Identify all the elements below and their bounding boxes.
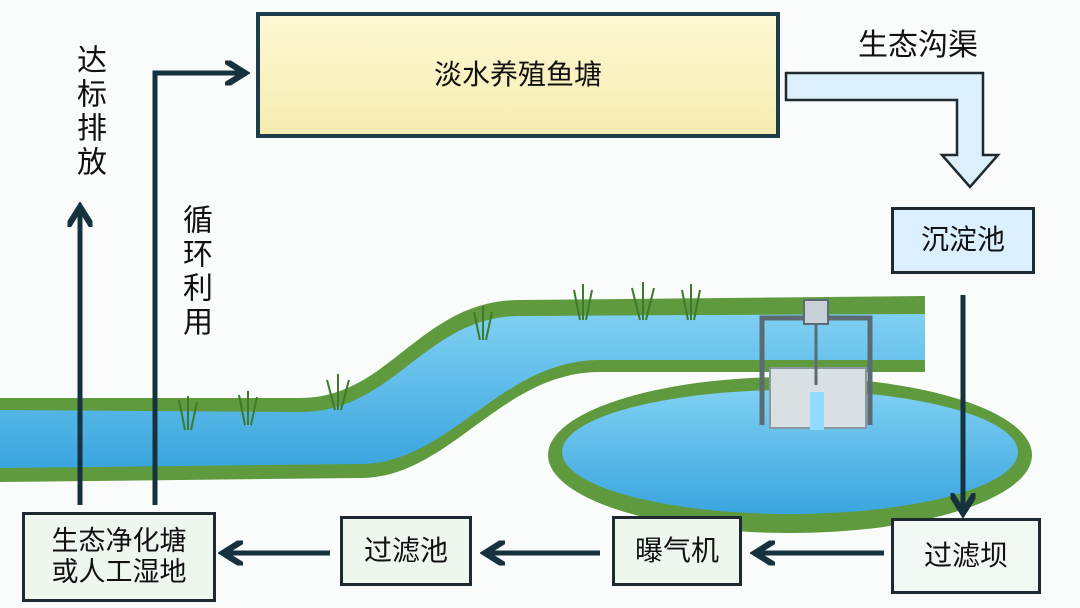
pond-water	[562, 390, 1018, 514]
river-water	[0, 314, 925, 468]
aerator-machine	[759, 299, 873, 430]
aerator-label: 曝气机	[634, 533, 719, 567]
discharge-label: 达标排放	[71, 44, 106, 180]
sedimentation-box: 沉淀池	[891, 207, 1035, 274]
channel-label: 生态沟渠	[858, 28, 978, 63]
wetland-box: 生态净化塘或人工湿地	[22, 512, 216, 602]
filter-pool-box: 过滤池	[340, 516, 472, 586]
wetland-label: 生态净化塘或人工湿地	[51, 525, 187, 588]
filter-dam-box: 过滤坝	[891, 518, 1041, 594]
recycle-label: 循环利用	[177, 204, 212, 340]
fish-pond-label: 淡水养殖鱼塘	[433, 57, 602, 91]
arrow-recycle	[152, 73, 240, 505]
reeds	[178, 282, 701, 431]
filter-pool-label: 过滤池	[363, 533, 448, 567]
sedimentation-label: 沉淀池	[920, 223, 1005, 257]
aerator-box: 曝气机	[612, 516, 742, 586]
filter-dam-label: 过滤坝	[923, 538, 1008, 572]
fish-pond-box: 淡水养殖鱼塘	[256, 12, 780, 138]
channel-arrow	[784, 71, 1001, 189]
